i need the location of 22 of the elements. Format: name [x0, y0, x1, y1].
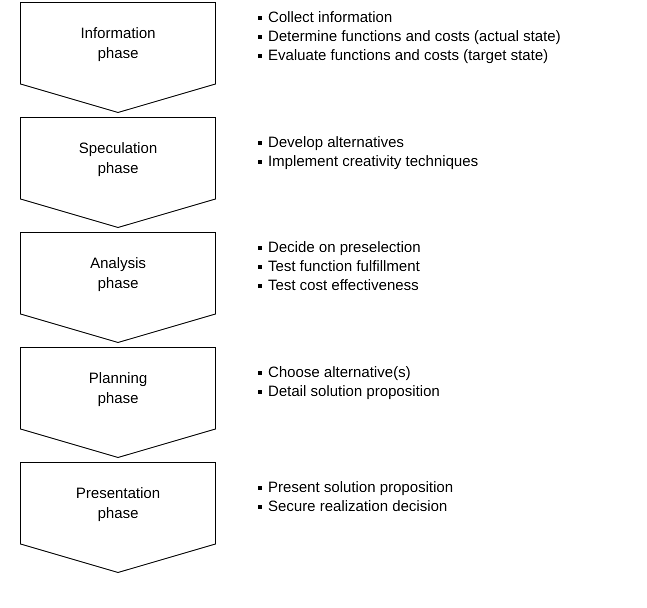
- chevron-shape: [20, 232, 216, 343]
- phase-label: Speculation phase: [78, 139, 158, 179]
- bullet-item: Test cost effectiveness: [258, 276, 421, 295]
- chevron-shape: [20, 117, 216, 228]
- bullet-item: Decide on preselection: [258, 238, 421, 257]
- phase-label: Information phase: [79, 24, 157, 64]
- bullet-item: Secure realization decision: [258, 497, 454, 516]
- bullet-item: Test function fulfillment: [258, 257, 421, 276]
- bullet-item: Develop alternatives: [258, 133, 478, 152]
- phase-label: Presentation phase: [74, 484, 162, 524]
- phase-label: Analysis phase: [89, 254, 147, 294]
- bullet-item: Implement creativity techniques: [258, 152, 478, 171]
- bullet-item: Detail solution proposition: [258, 382, 440, 401]
- chevron-shape: [20, 2, 216, 113]
- bullet-item: Determine functions and costs (actual state): [258, 27, 561, 46]
- bullet-item: Present solution proposition: [258, 478, 454, 497]
- bullet-item: Choose alternative(s): [258, 363, 440, 382]
- chevron-shape: [20, 462, 216, 573]
- bullet-item: Evaluate functions and costs (target state): [258, 46, 561, 65]
- chevron-shape: [20, 347, 216, 458]
- bullet-item: Collect information: [258, 8, 561, 27]
- phase-label: Planning phase: [88, 369, 148, 409]
